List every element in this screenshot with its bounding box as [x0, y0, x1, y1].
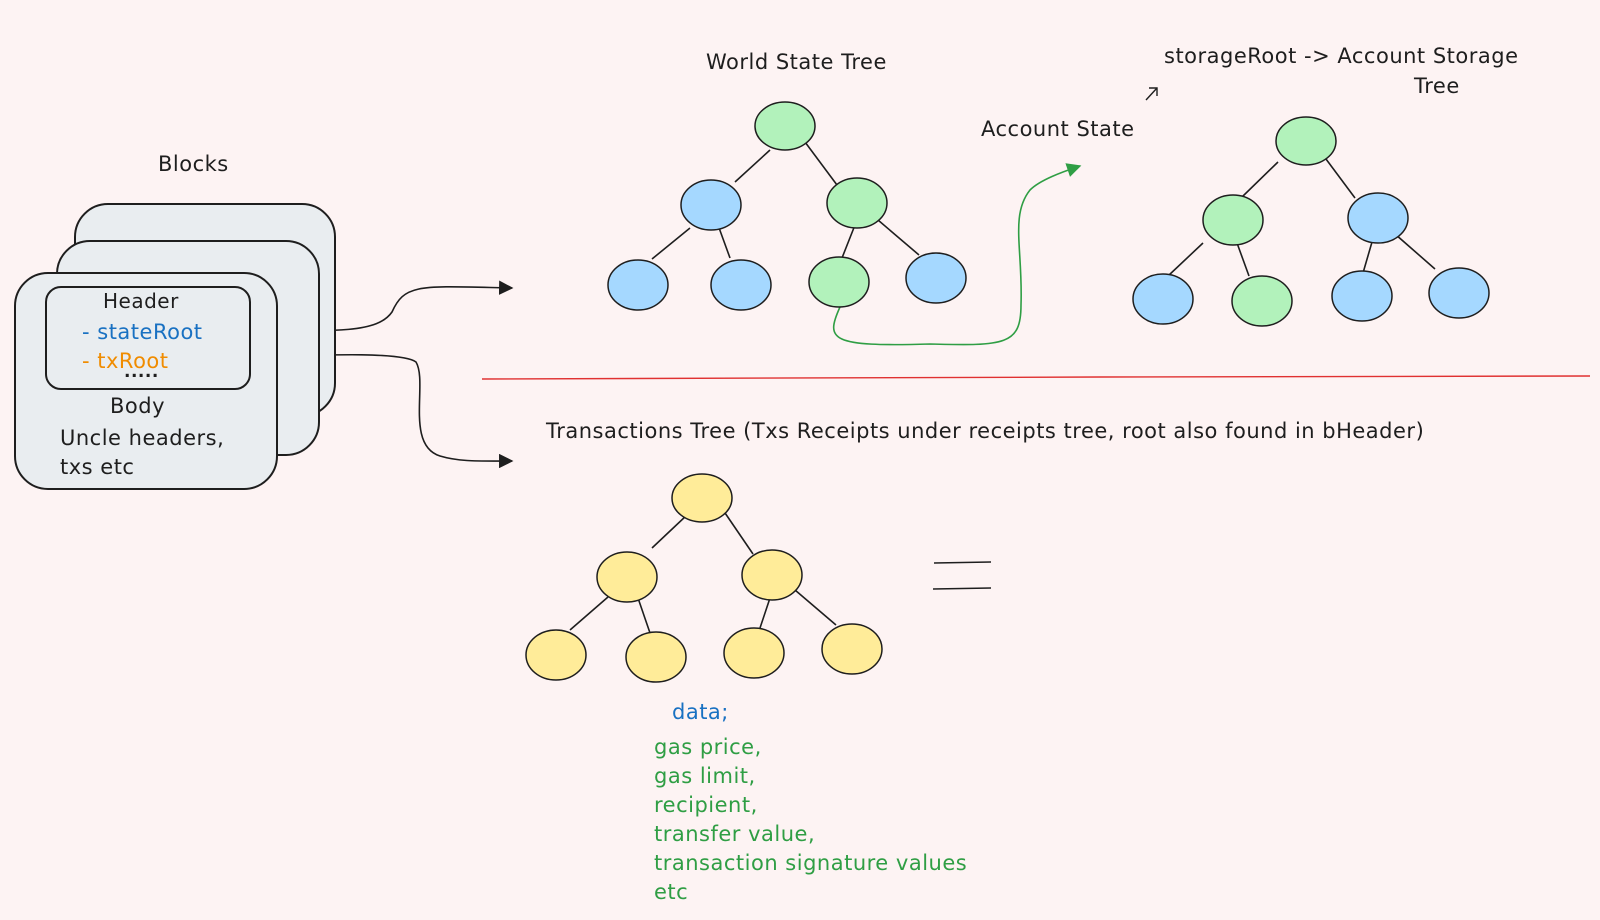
storage-root-node [1275, 116, 1337, 166]
tx-data-heading: data; [672, 700, 729, 724]
tx-data-line: transfer value, [654, 822, 816, 846]
equals-sign [932, 561, 992, 590]
storage-node-l1-left [1202, 194, 1264, 246]
tx-root-label: - txRoot [82, 349, 169, 373]
world-root-node [754, 101, 816, 151]
world-leaf-account [808, 256, 870, 308]
header-label: Header [103, 289, 179, 313]
small-pointer-arrow [1145, 87, 1158, 101]
header-box [45, 286, 251, 390]
account-state-label: Account State [981, 117, 1135, 141]
tx-data-line: gas price, [654, 735, 762, 759]
storage-leaf-1 [1132, 273, 1194, 325]
tx-leaf-2 [625, 631, 687, 683]
transactions-tree-title: Transactions Tree (Txs Receipts under re… [546, 419, 1425, 443]
storage-root-line-1: storageRoot -> Account Storage [1164, 44, 1519, 68]
world-state-edges [651, 141, 920, 260]
tx-tree-edges [569, 509, 837, 634]
tx-data-line: transaction signature values [654, 851, 968, 875]
tx-data-line: recipient, [654, 793, 758, 817]
body-line-2: txs etc [60, 455, 135, 479]
tx-node-l1-left [596, 551, 658, 603]
world-leaf-4 [905, 252, 967, 304]
state-root-label: - stateRoot [82, 320, 203, 344]
blocks-title: Blocks [158, 152, 229, 176]
world-leaf-2 [710, 259, 772, 311]
tx-data-line: gas limit, [654, 764, 756, 788]
body-label: Body [110, 394, 166, 418]
storage-tree-edges [1167, 154, 1436, 277]
storage-root-line-2: Tree [1414, 74, 1460, 98]
tx-leaf-1 [525, 629, 587, 681]
section-divider [481, 375, 1591, 380]
world-node-l1-right [826, 177, 888, 229]
world-leaf-1 [607, 259, 669, 311]
storage-leaf-4 [1428, 267, 1490, 319]
tx-data-line: etc [654, 880, 689, 904]
tx-leaf-4 [821, 623, 883, 675]
storage-leaf-2 [1231, 275, 1293, 327]
tx-node-l1-right [741, 549, 803, 601]
body-line-1: Uncle headers, [60, 426, 225, 450]
world-state-title: World State Tree [706, 50, 887, 74]
storage-leaf-3 [1331, 270, 1393, 322]
tx-leaf-3 [723, 627, 785, 679]
tx-root-node [671, 473, 733, 523]
header-ellipsis: ..... [124, 362, 159, 382]
account-state-arrow [832, 163, 1082, 346]
world-node-l1-left [680, 179, 742, 231]
storage-node-l1-right [1347, 192, 1409, 244]
